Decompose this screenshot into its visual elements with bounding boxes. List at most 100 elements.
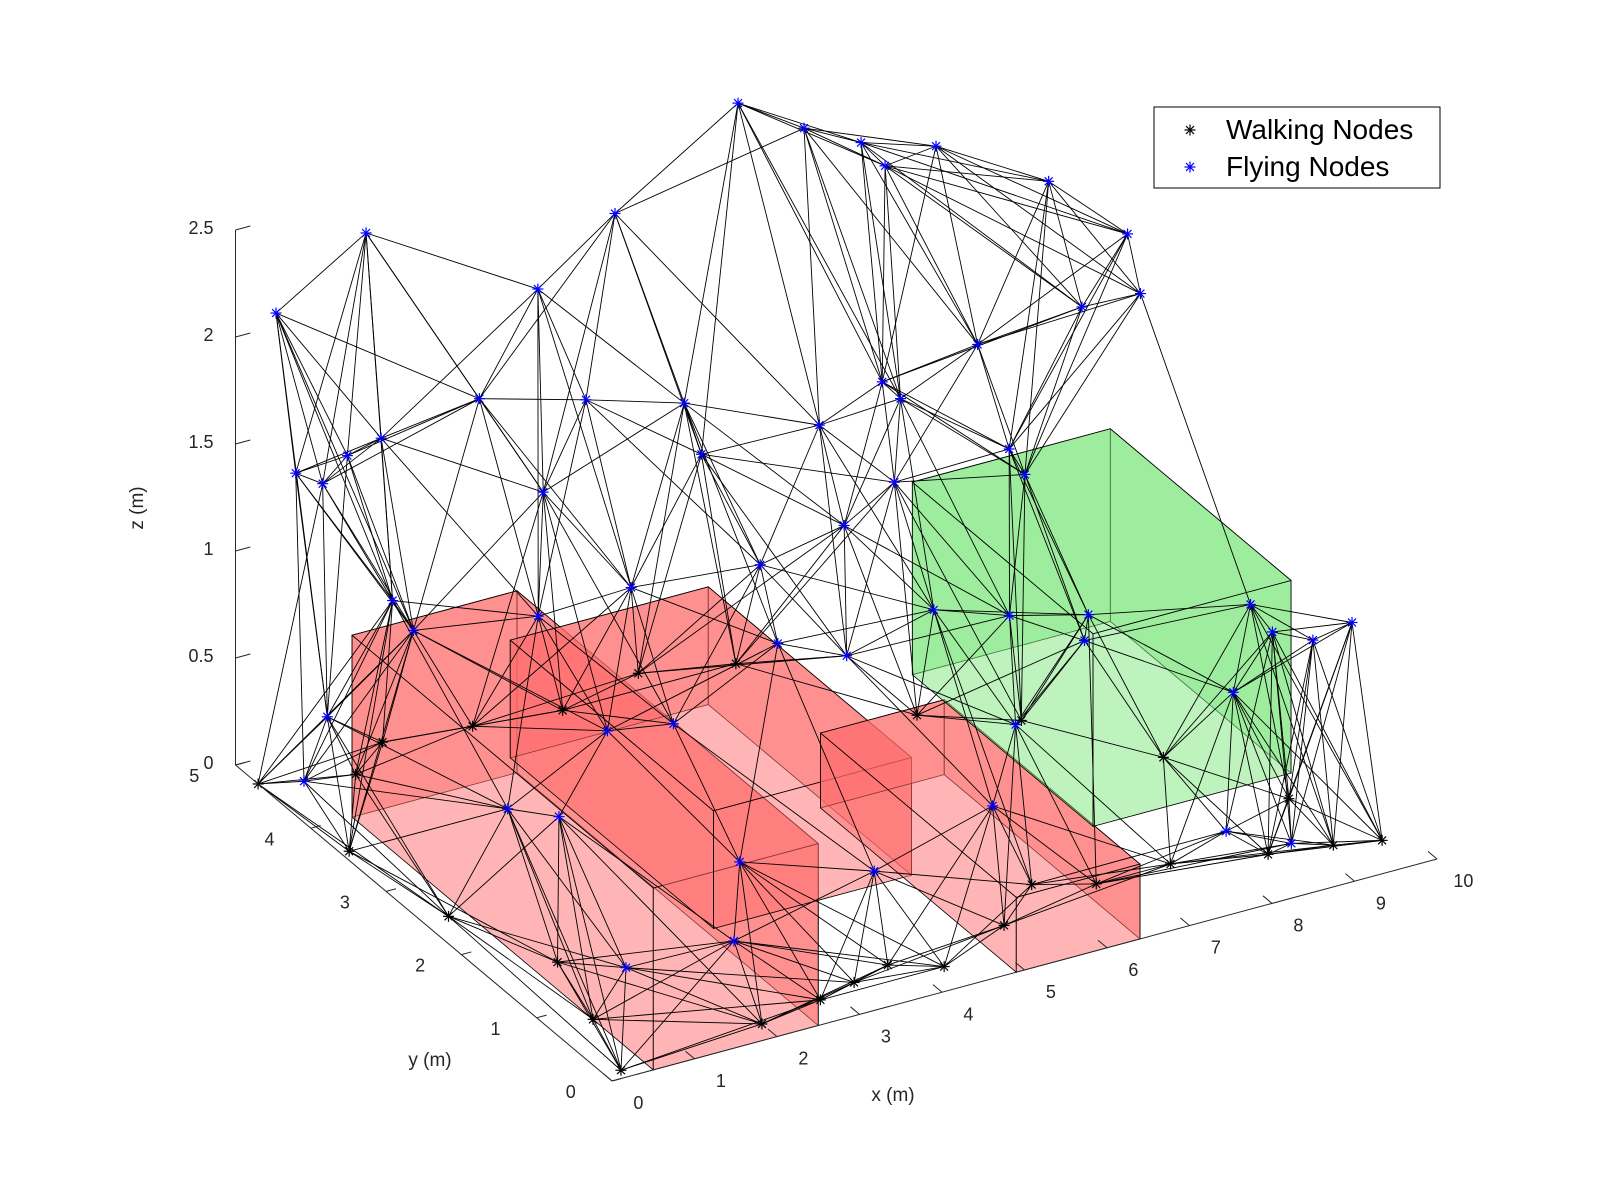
graph-edge xyxy=(843,481,895,526)
graph-edge xyxy=(538,587,632,617)
flying-node xyxy=(625,582,637,593)
graph-edge xyxy=(1312,639,1383,841)
graph-edge xyxy=(607,723,674,732)
graph-edge xyxy=(843,398,901,526)
graph-edge xyxy=(537,288,632,588)
graph-edge xyxy=(933,609,1033,885)
graph-edge xyxy=(1232,692,1292,844)
y-tick-label: 5 xyxy=(189,766,199,786)
flying-node xyxy=(855,137,867,149)
graph-edge xyxy=(819,870,875,1001)
graph-edge xyxy=(873,870,945,967)
graph-edge xyxy=(900,398,1010,616)
graph-edge xyxy=(884,165,1141,294)
graph-edge xyxy=(303,780,350,852)
walking-node xyxy=(587,1013,599,1025)
graph-edge xyxy=(257,483,324,785)
graph-edge xyxy=(1048,180,1128,235)
graph-edge xyxy=(735,481,895,665)
graph-edge xyxy=(739,861,945,967)
graph-edge xyxy=(620,999,821,1071)
legend: Walking Nodes Flying Nodes xyxy=(1153,106,1441,189)
walking-node xyxy=(882,959,894,971)
graph-edge xyxy=(557,961,627,969)
graph-edge xyxy=(507,730,608,810)
graph-edge xyxy=(448,816,560,917)
graph-edge xyxy=(739,643,779,863)
graph-edge xyxy=(1003,884,1033,926)
graph-edge xyxy=(1272,622,1353,633)
graph-edge xyxy=(1232,692,1269,855)
flying-node xyxy=(537,486,549,498)
graph-edge xyxy=(537,615,674,725)
graph-edge xyxy=(537,213,616,290)
graph-edge xyxy=(1232,631,1273,693)
graph-edge xyxy=(382,600,394,743)
graph-edge xyxy=(818,425,848,656)
graph-edge xyxy=(472,725,608,732)
graph-edge xyxy=(479,288,539,399)
graph-edge xyxy=(638,655,847,674)
graph-edge xyxy=(874,805,993,872)
graph-edge xyxy=(1096,842,1292,885)
obstacle-face xyxy=(911,428,1292,635)
walking-node xyxy=(756,1018,768,1030)
graph-edge xyxy=(542,491,632,588)
graph-edge xyxy=(683,402,779,644)
graph-edge xyxy=(1312,622,1353,641)
graph-edge xyxy=(860,142,883,382)
graph-edge xyxy=(893,482,935,610)
graph-edge xyxy=(479,213,616,399)
walking-node xyxy=(730,658,742,670)
graph-edge xyxy=(1268,839,1383,855)
z-tick-mark xyxy=(235,653,251,659)
graph-edge xyxy=(303,600,393,782)
graph-edge xyxy=(355,725,473,775)
graph-edge xyxy=(1267,622,1353,855)
graph-edge xyxy=(673,643,779,725)
graph-edge xyxy=(1096,863,1171,885)
flying-node xyxy=(888,476,900,488)
graph-edge xyxy=(562,663,736,711)
flying-node xyxy=(930,140,942,152)
walking-node xyxy=(1015,714,1027,726)
y-tick-mark xyxy=(310,825,321,829)
graph-edge xyxy=(1024,233,1128,475)
graph-edge xyxy=(507,808,627,968)
graph-edge xyxy=(683,402,761,565)
graph-edge xyxy=(1015,614,1089,725)
graph-edge xyxy=(585,213,616,400)
graph-edge xyxy=(819,424,895,483)
z-axis-label: z (m) xyxy=(127,486,148,529)
graph-edge xyxy=(1232,604,1251,693)
graph-edge xyxy=(733,940,763,1025)
graph-edge xyxy=(448,915,558,963)
graph-edge xyxy=(348,774,357,852)
flying-node xyxy=(728,935,740,947)
graph-edge xyxy=(881,381,1010,450)
graph-edge xyxy=(322,455,348,484)
graph-edge xyxy=(900,344,978,399)
graph-edge xyxy=(916,714,1016,726)
graph-edge xyxy=(1021,720,1164,758)
x-tick-label: 5 xyxy=(1046,982,1056,1002)
graph-edge xyxy=(326,716,357,775)
flying-node xyxy=(1227,686,1239,698)
graph-edge xyxy=(759,564,779,644)
graph-edge xyxy=(275,312,480,400)
graph-edge xyxy=(887,805,993,966)
graph-edge xyxy=(935,146,979,345)
graph-edge xyxy=(303,630,414,782)
graph-edge xyxy=(392,600,414,631)
flying-node xyxy=(317,478,329,490)
x-tick-label: 2 xyxy=(798,1049,808,1069)
graph-edge xyxy=(1163,757,1227,832)
graph-edge xyxy=(1020,474,1026,721)
graph-edge xyxy=(620,967,627,1071)
flying-node xyxy=(695,448,707,460)
graph-edge xyxy=(348,850,449,917)
graph-edge xyxy=(1015,640,1085,725)
graph-edge xyxy=(683,103,739,404)
graph-edge xyxy=(542,402,685,493)
